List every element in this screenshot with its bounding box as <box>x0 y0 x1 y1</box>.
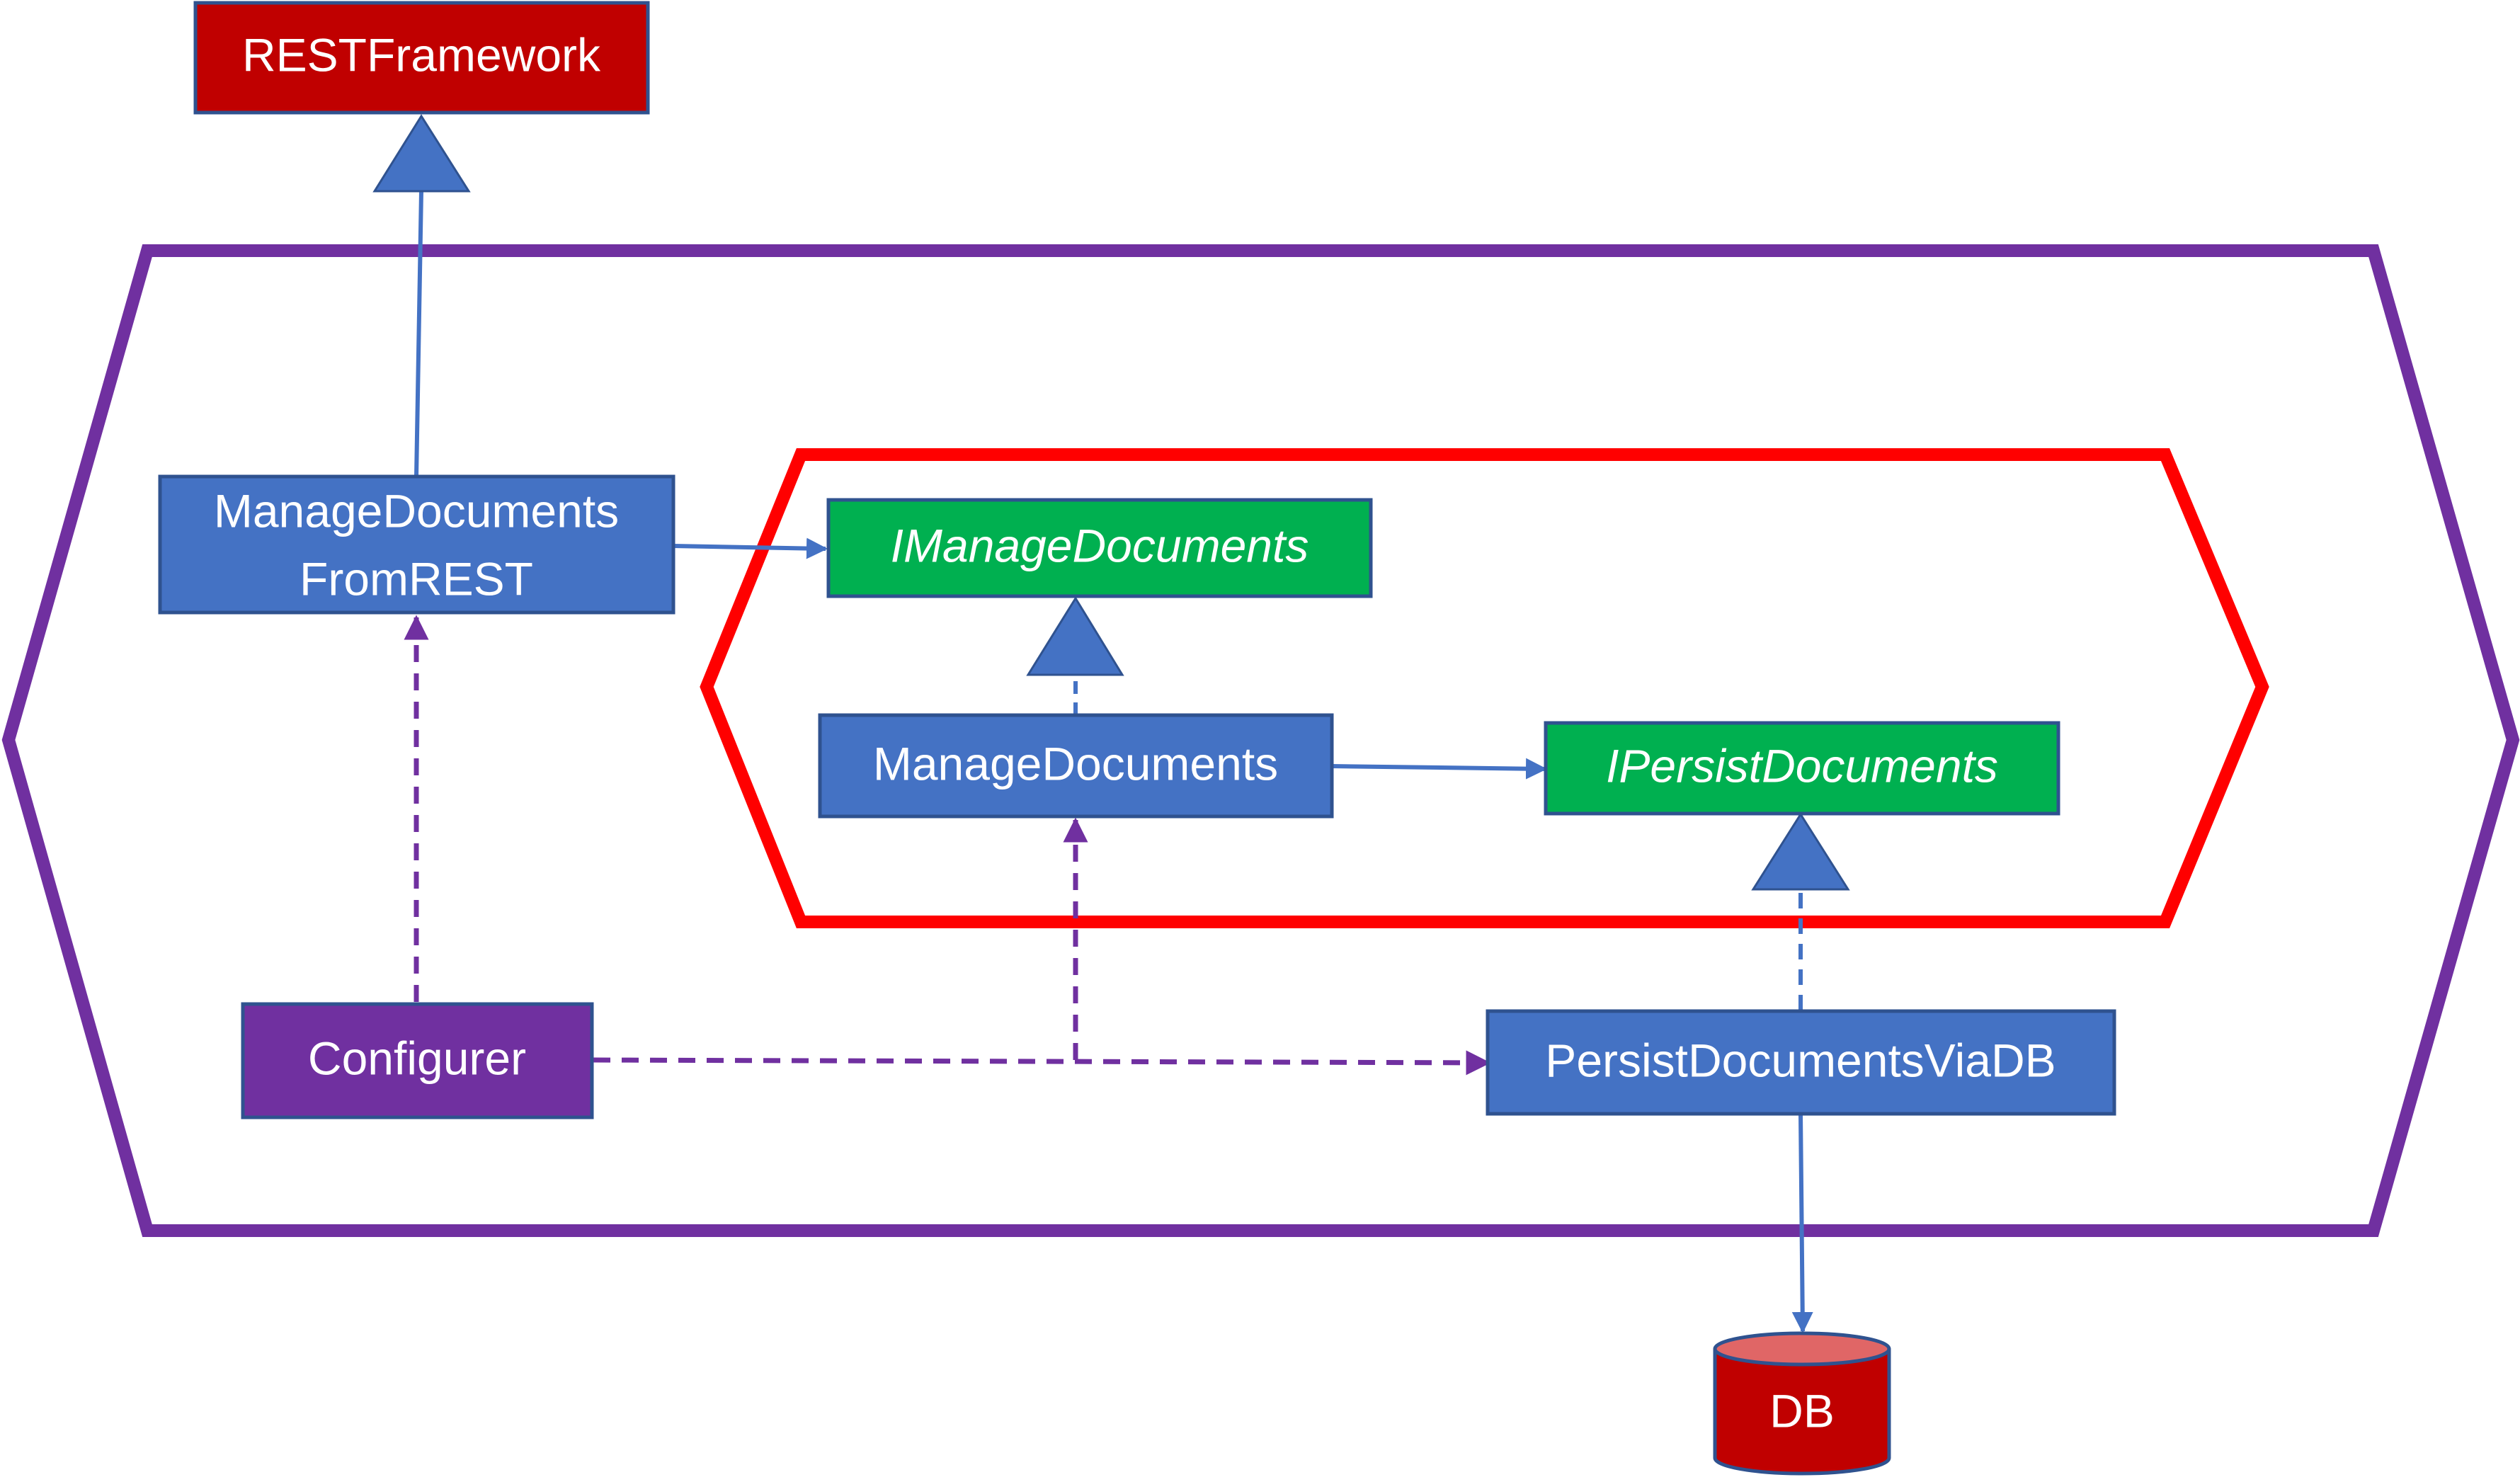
configurer-box[interactable]: Configurer <box>241 1002 594 1119</box>
manage-documents-box[interactable]: ManageDocuments <box>818 713 1334 819</box>
db-cylinder[interactable]: DB <box>1713 1331 1891 1476</box>
inner-hexagon <box>700 448 2269 928</box>
inheritance-line-rest <box>414 190 423 477</box>
ipersist-documents-label: IPersistDocuments <box>1606 739 1998 792</box>
configurer-to-persist-adapter <box>593 1050 1491 1076</box>
uses-arrow-imanage <box>673 537 828 559</box>
inheritance-triangle-rest <box>372 114 471 193</box>
manage-documents-from-rest-label-line1: ManageDocuments <box>214 484 619 537</box>
imanage-documents-label: IManageDocuments <box>891 519 1309 571</box>
rest-framework-box[interactable]: RESTFramework <box>193 1 650 115</box>
manage-documents-from-rest-box[interactable]: ManageDocuments FromREST <box>158 474 675 615</box>
realization-triangle-imanage <box>1026 596 1124 676</box>
outer-hexagon <box>1 244 2520 1237</box>
persist-documents-via-db-box[interactable]: PersistDocumentsViaDB <box>1486 1009 2116 1116</box>
manage-documents-from-rest-label-line2: FromREST <box>300 552 533 605</box>
db-arrow <box>1791 1113 1813 1333</box>
db-label: DB <box>1769 1384 1835 1437</box>
imanage-documents-box[interactable]: IManageDocuments <box>826 498 1373 598</box>
ipersist-documents-box[interactable]: IPersistDocuments <box>1544 721 2060 816</box>
realization-triangle-ipersist <box>1751 812 1850 891</box>
rest-framework-label: RESTFramework <box>242 28 601 81</box>
uses-arrow-ipersist <box>1331 758 1547 780</box>
configurer-label: Configurer <box>308 1032 526 1084</box>
persist-documents-via-db-label: PersistDocumentsViaDB <box>1545 1034 2056 1086</box>
manage-documents-label: ManageDocuments <box>873 737 1278 790</box>
